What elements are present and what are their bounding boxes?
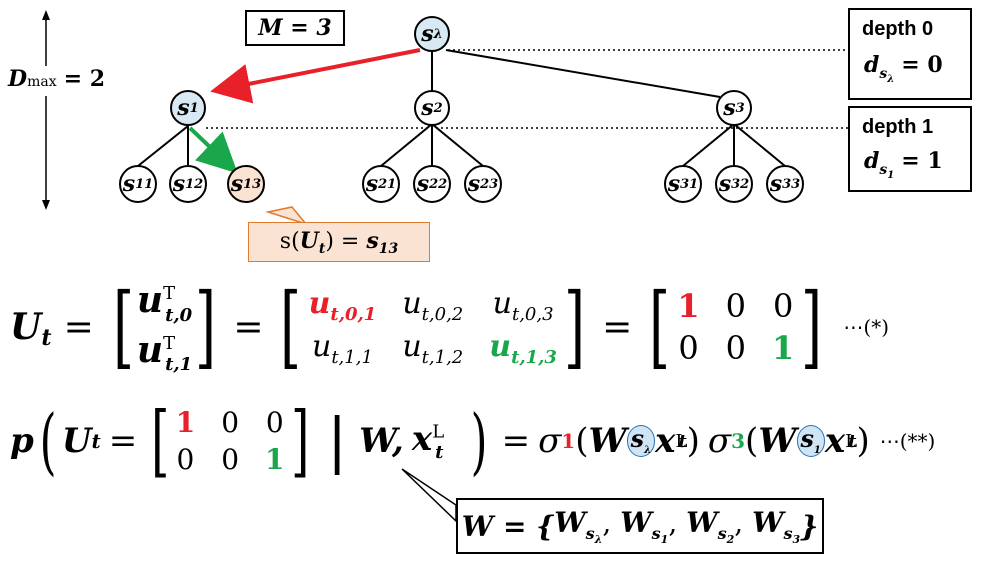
depth1-eq-main: d xyxy=(864,148,880,174)
wset-item-2: Ws2 xyxy=(686,506,735,546)
callout-pointer xyxy=(265,206,309,226)
eq2-circled-s-lambda: sλ xyxy=(626,425,656,457)
eq1-matrix-values: 1 0 0 0 0 1 xyxy=(677,287,795,367)
edge-s2-s21 xyxy=(380,123,433,167)
green-arrow xyxy=(188,126,238,174)
depth1-eq-subsub: 1 xyxy=(887,170,895,181)
m-label-box: M = 3 xyxy=(245,10,345,46)
wset-close: } xyxy=(800,509,819,543)
eq2-matrix-values: 1 0 0 0 0 1 xyxy=(175,406,285,476)
depth1-box: depth 1 ds1 = 1 xyxy=(848,106,972,192)
red-arrow xyxy=(210,48,421,104)
callout-res: s xyxy=(366,228,379,254)
dmax-label: Dmax = 2 xyxy=(8,66,105,92)
wset-item-λ: Wsλ xyxy=(554,506,603,546)
wset-item-3: Ws3 xyxy=(752,506,801,546)
eq1-lhs: U xyxy=(10,306,42,348)
depth1-eq: ds1 = 1 xyxy=(864,148,943,181)
wset-box: W = { Wsλ, Ws1, Ws2, Ws3 } xyxy=(456,498,824,554)
dmax-symbol: D xyxy=(8,66,28,92)
callout-mid: ) = xyxy=(325,229,367,254)
eq2-circled-s1: s1 xyxy=(796,425,825,457)
wset-item-1: Ws1 xyxy=(620,506,669,546)
eq2-U: U xyxy=(61,421,92,461)
wset-lhs: W = { xyxy=(461,509,555,543)
wset-items: Wsλ, Ws1, Ws2, Ws3 xyxy=(554,506,801,546)
edge-s2-s23 xyxy=(431,123,484,167)
depth0-eq-sub: s xyxy=(879,66,888,82)
edge-root-s3 xyxy=(445,49,721,98)
depth0-box: depth 0 dsλ = 0 xyxy=(848,8,972,100)
eq1-tag: ⋯(*) xyxy=(843,315,890,339)
edge-s3-s31 xyxy=(682,123,735,167)
eq1-lhs-sub: t xyxy=(41,325,52,351)
depth1-eq-sub: s xyxy=(879,162,888,178)
m-label: M = 3 xyxy=(258,15,332,41)
depth0-eq: dsλ = 0 xyxy=(864,52,943,85)
dmax-value: = 2 xyxy=(63,66,106,92)
depth0-title: depth 0 xyxy=(862,18,934,40)
dmax-subscript: max xyxy=(27,74,57,90)
edge-s3-s33 xyxy=(733,123,786,167)
depth0-eq-main: d xyxy=(864,52,880,78)
depth0-eq-value: = 0 xyxy=(901,52,943,78)
eq1-matrix-symbolic: ut,0,1 ut,0,2 ut,0,3 ut,1,1 ut,1,2 ut,1,… xyxy=(308,286,557,368)
selection-callout: s(Ut) = s13 xyxy=(248,222,430,262)
depth1-eq-value: = 1 xyxy=(901,148,943,174)
callout-res-sub: 13 xyxy=(378,241,399,257)
eq1-vector: uTt,0 uTt,1 xyxy=(136,279,193,376)
eq2-p: p xyxy=(10,421,34,461)
callout-text: s(Ut) = s13 xyxy=(279,228,399,257)
eq2-tag: ⋯(**) xyxy=(879,429,936,453)
eq2-W: W, xyxy=(359,421,404,461)
callout-var: U xyxy=(299,228,319,254)
depth1-title: depth 1 xyxy=(862,116,934,138)
edge-s1-s11 xyxy=(137,125,189,167)
callout-var-sub: t xyxy=(318,241,326,257)
callout-prefix: s( xyxy=(279,229,300,254)
depth0-eq-subsub: λ xyxy=(887,74,895,85)
